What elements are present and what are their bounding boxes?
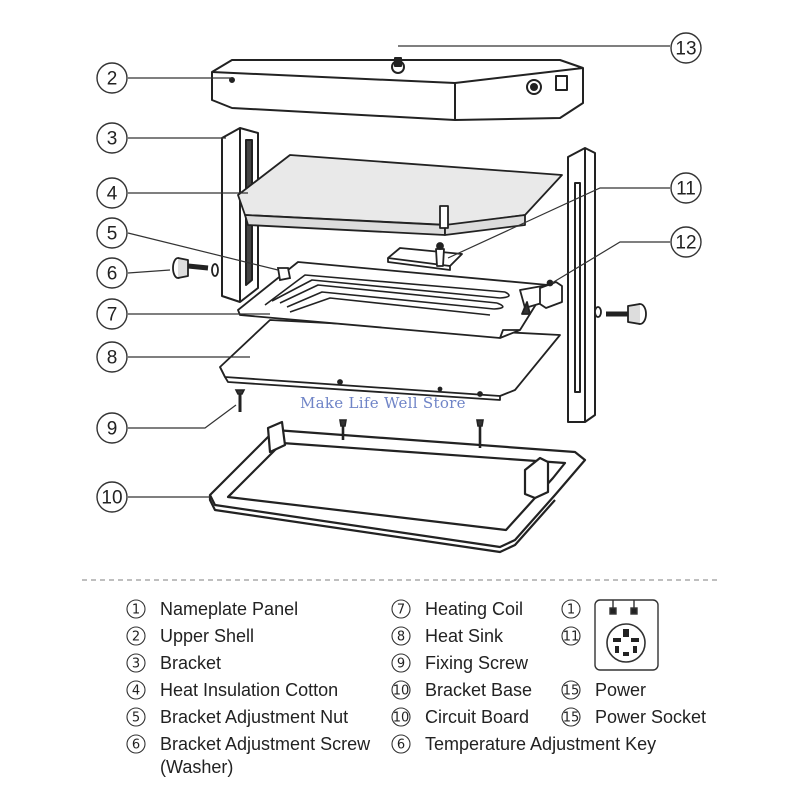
legend-label: Circuit Board [425, 707, 529, 727]
callout-12-number: 12 [675, 233, 696, 254]
callout-numbers: 2 3 4 5 6 7 8 9 10 13 11 12 [101, 39, 696, 509]
callout-3 [96, 122, 128, 154]
legend-label: Power [595, 680, 646, 700]
legend-item: 3 Bracket [126, 653, 221, 673]
upper-shell [211, 57, 584, 121]
legend-item: 6 Temperature Adjustment Key [391, 734, 656, 754]
svg-text:1: 1 [567, 603, 575, 618]
adjustment-nut [276, 267, 292, 282]
legend-label: Nameplate Panel [160, 599, 298, 619]
callout-10 [96, 481, 128, 513]
legend-item: 10 Bracket Base [391, 680, 532, 700]
svg-text:10: 10 [393, 684, 410, 699]
svg-text:8: 8 [397, 630, 405, 645]
legend-label: Heat Insulation Cotton [160, 680, 338, 700]
svg-text:2: 2 [132, 630, 140, 645]
legend-label: Bracket [160, 653, 221, 673]
callout-3-number: 3 [107, 129, 118, 150]
legend-item: 9 Fixing Screw [391, 653, 529, 673]
leader-lines [127, 45, 670, 498]
callout-13 [670, 32, 702, 64]
legend-item: 4 Heat Insulation Cotton [126, 680, 338, 700]
svg-text:4: 4 [132, 684, 140, 699]
bracket-base-frame [208, 420, 587, 554]
callout-9-number: 9 [107, 419, 118, 440]
svg-text:1: 1 [132, 603, 140, 618]
watermark-text: Make Life Well Store [300, 394, 466, 412]
svg-text:3: 3 [132, 657, 140, 672]
legend-item: 10 Circuit Board [391, 707, 529, 727]
callout-8-number: 8 [107, 348, 118, 369]
svg-text:10: 10 [393, 711, 410, 726]
legend-item: 2 Upper Shell [126, 626, 254, 646]
svg-text:6: 6 [132, 738, 140, 753]
legend-label: Heat Sink [425, 626, 504, 646]
legend-item: 5 Bracket Adjustment Nut [126, 707, 348, 727]
legend-label-continued: (Washer) [160, 757, 233, 777]
svg-text:15: 15 [563, 684, 580, 699]
legend-item: 7 Heating Coil [391, 599, 523, 619]
callout-8 [96, 341, 128, 373]
svg-text:9: 9 [397, 657, 405, 672]
legend-label: Bracket Adjustment Nut [160, 707, 348, 727]
svg-text:11: 11 [563, 630, 580, 645]
clip-parts [387, 242, 563, 309]
legend-item: 15 Power [561, 680, 646, 700]
heat-insulation-cotton [237, 154, 563, 236]
legend-label: Fixing Screw [425, 653, 529, 673]
legend-label: Power Socket [595, 707, 706, 727]
callout-9 [96, 412, 128, 444]
heating-coil [237, 261, 553, 339]
legend-column-2: 7 Heating Coil 8 Heat Sink 9 Fixing Scre… [391, 599, 656, 754]
callout-11 [670, 172, 702, 204]
power-socket-illustration [594, 599, 659, 671]
callout-4 [96, 177, 128, 209]
fixing-screws [234, 389, 484, 448]
svg-text:15: 15 [563, 711, 580, 726]
legend-column-3: 1 11 15 Power 15 Power Socket [561, 599, 706, 727]
right-bracket [567, 147, 596, 423]
adjustment-screws [172, 257, 647, 325]
svg-text:7: 7 [397, 603, 405, 618]
callout-circles [96, 32, 702, 513]
legend-item: 8 Heat Sink [391, 626, 504, 646]
legend-label: Temperature Adjustment Key [425, 734, 656, 754]
callout-7-number: 7 [107, 305, 118, 326]
legend-label: Upper Shell [160, 626, 254, 646]
callout-11-number: 11 [676, 179, 696, 200]
callout-2-number: 2 [107, 69, 118, 90]
callout-12 [670, 226, 702, 258]
legend-item: 11 [561, 626, 581, 646]
callout-5-number: 5 [107, 224, 118, 245]
legend-column-1: 1 Nameplate Panel 2 Upper Shell 3 Bracke… [126, 599, 371, 777]
legend-label: Bracket Base [425, 680, 532, 700]
svg-text:5: 5 [132, 711, 140, 726]
callout-7 [96, 298, 128, 330]
legend-item: 1 [561, 599, 581, 619]
legend-item: 15 Power Socket [561, 707, 706, 727]
heat-sink-plate [219, 319, 561, 401]
callout-10-number: 10 [101, 488, 122, 509]
callout-2 [96, 62, 128, 94]
callout-13-number: 13 [675, 39, 696, 60]
callout-5 [96, 217, 128, 249]
svg-text:6: 6 [397, 738, 405, 753]
callout-6 [96, 257, 128, 289]
legend-item: 6 Bracket Adjustment Screw (Washer) [126, 734, 371, 777]
callout-6-number: 6 [107, 264, 118, 285]
legend-item: 1 Nameplate Panel [126, 599, 298, 619]
legend-label: Heating Coil [425, 599, 523, 619]
callout-4-number: 4 [107, 184, 118, 205]
legend-label: Bracket Adjustment Screw [160, 734, 371, 754]
